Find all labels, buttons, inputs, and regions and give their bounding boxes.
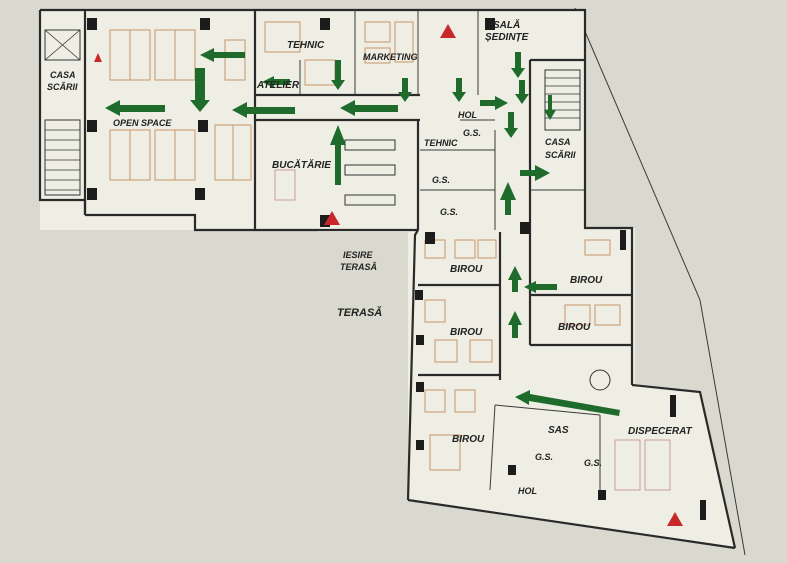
label-birou-1: BIROU: [450, 264, 483, 275]
floor-area: [40, 10, 735, 548]
label-casa-scarii-right: CASA: [545, 137, 571, 147]
label-birou-3: BIROU: [450, 327, 483, 338]
label-casa-scarii-left-2: SCĂRII: [47, 81, 78, 92]
fire-extinguisher-triangle-icon: [440, 24, 456, 38]
evacuation-arrow-icon: [524, 281, 557, 293]
label-gs-3: G.S.: [440, 207, 458, 217]
label-sala: SALĂ: [493, 18, 520, 31]
evacuation-arrow-icon: [331, 60, 345, 90]
label-iesire: IESIRE: [343, 250, 374, 260]
evacuation-arrow-icon: [480, 96, 508, 110]
structural-pillars: [87, 18, 706, 520]
evacuation-arrow-icon: [515, 390, 620, 416]
evacuation-arrows: [105, 48, 620, 416]
evacuation-arrow-icon: [105, 100, 165, 116]
evacuation-arrow-icon: [520, 165, 550, 181]
evacuation-arrow-icon: [504, 112, 518, 138]
label-gs-4: G.S.: [535, 452, 553, 462]
label-dispecerat: DISPECERAT: [628, 426, 693, 437]
label-tehnic-mid: TEHNIC: [424, 138, 458, 148]
evacuation-arrow-icon: [511, 52, 525, 78]
label-terasa: TERASĂ: [337, 306, 382, 319]
evacuation-arrow-icon: [515, 80, 529, 104]
evacuation-arrow-icon: [544, 95, 556, 120]
label-marketing: MARKETING: [363, 52, 418, 62]
fire-extinguisher-triangle-icon: [324, 211, 340, 225]
evacuation-arrow-icon: [200, 48, 245, 62]
evacuation-arrow-icon: [262, 76, 290, 88]
evacuation-arrow-icon: [500, 182, 516, 215]
label-gs-1: G.S.: [463, 128, 481, 138]
evacuation-arrow-icon: [330, 125, 346, 185]
label-sas: SAS: [548, 425, 569, 436]
site-boundary-line: [574, 7, 746, 556]
label-hol-bottom: HOL: [518, 486, 537, 496]
label-tehnic-top: TEHNIC: [287, 40, 325, 51]
label-casa-scarii-right-2: SCĂRII: [545, 149, 576, 160]
staircase-left: [44, 29, 81, 196]
interior-walls: [83, 10, 632, 500]
label-birou-4: BIROU: [558, 322, 591, 333]
label-gs-2: G.S.: [432, 175, 450, 185]
label-hol-top: HOL: [458, 110, 477, 120]
evacuation-arrow-icon: [340, 100, 398, 116]
fire-extinguisher-triangle-icon: [667, 512, 683, 526]
room-labels: CASA SCĂRII TEHNIC MARKETING SALĂ ȘEDINȚ…: [47, 18, 693, 496]
label-atelier: ATELIER: [256, 80, 300, 91]
evacuation-arrow-icon: [508, 266, 522, 292]
evacuation-arrow-icon: [232, 102, 295, 118]
furniture: [109, 21, 671, 491]
evacuation-arrow-icon: [452, 78, 466, 102]
label-gs-5: G.S.: [584, 458, 602, 468]
fire-extinguisher-triangle-icon: [94, 53, 102, 62]
label-birou-2: BIROU: [570, 275, 603, 286]
label-iesire-terasa: TERASĂ: [340, 261, 377, 272]
outer-walls: [38, 8, 737, 550]
label-bucatarie: BUCĂTĂRIE: [272, 158, 331, 171]
fire-equipment: [94, 24, 683, 526]
evacuation-arrow-icon: [190, 68, 210, 112]
evacuation-arrow-icon: [398, 78, 412, 102]
label-birou-5: BIROU: [452, 434, 485, 445]
evacuation-arrow-icon: [508, 311, 522, 338]
label-sedinte: ȘEDINȚE: [485, 32, 529, 43]
label-open-space: OPEN SPACE: [113, 118, 172, 128]
label-casa-scarii-left: CASA: [50, 70, 76, 80]
